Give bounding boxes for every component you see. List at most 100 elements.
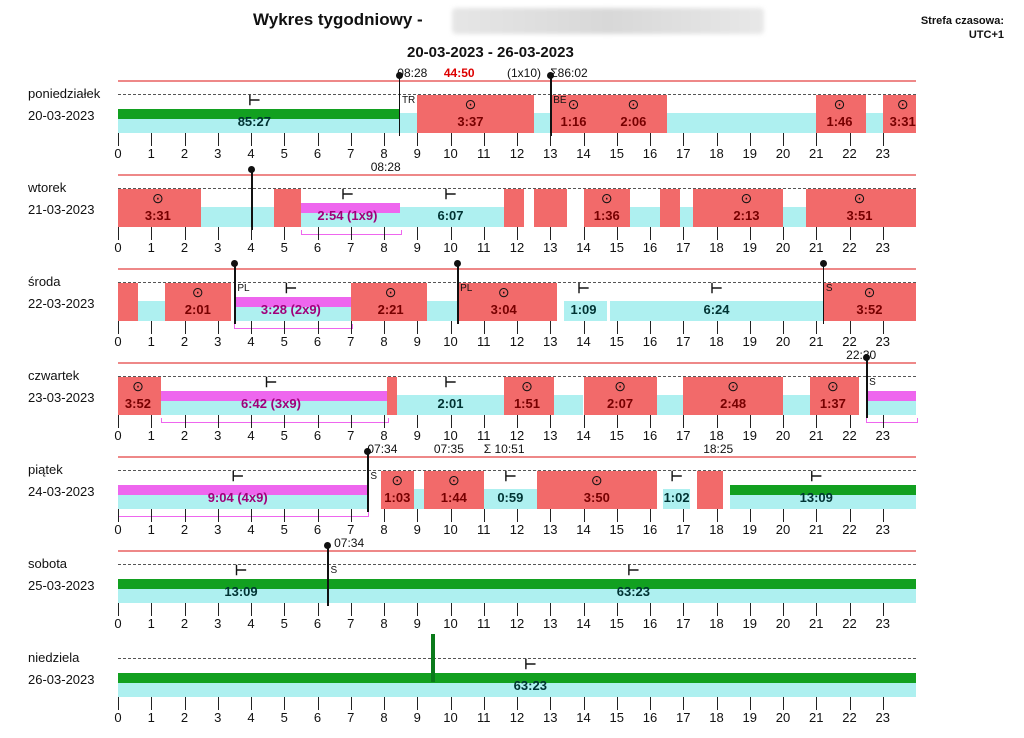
card-marker-icon <box>819 260 827 267</box>
hour-tick <box>417 415 419 428</box>
day-name: piątek <box>28 462 63 477</box>
bed-icon: ⊢ <box>810 468 823 484</box>
hour-label: 23 <box>875 710 890 725</box>
segment-duration: 3:52 <box>856 302 883 317</box>
hour-tick <box>783 133 784 146</box>
hour-tick <box>550 603 552 616</box>
hour-label: 17 <box>676 334 691 349</box>
hour-tick <box>284 415 286 428</box>
segment-duration: 3:28 (2x9) <box>260 302 321 317</box>
hour-label: 10 <box>443 428 458 443</box>
steering-wheel-icon: ⊙ <box>132 378 144 394</box>
hour-tick <box>783 321 784 334</box>
driving-segment <box>806 189 916 227</box>
hour-tick <box>184 133 186 146</box>
hour-label: 13 <box>543 522 558 537</box>
hour-tick <box>716 321 718 334</box>
day-name: wtorek <box>28 180 67 195</box>
segment-duration: 1:46 <box>826 114 853 129</box>
rest-segment <box>563 301 607 321</box>
baseline <box>118 188 916 189</box>
driving-segment <box>457 283 557 321</box>
hour-tick <box>882 697 884 710</box>
period-line <box>118 362 916 364</box>
steering-wheel-icon: ⊙ <box>391 472 404 488</box>
hour-tick <box>683 133 685 146</box>
hour-label: 20 <box>775 428 791 443</box>
steering-wheel-icon: ⊙ <box>727 378 739 394</box>
hour-tick <box>151 415 153 428</box>
hour-label: 19 <box>742 616 757 631</box>
hour-label: 1 <box>147 334 155 349</box>
timezone: Strefa czasowa:UTC+1 <box>921 14 1004 42</box>
hour-label: 7 <box>347 428 355 443</box>
hour-tick <box>151 321 153 334</box>
country-code: PL <box>237 283 250 294</box>
hour-label: 20 <box>775 710 791 725</box>
card-marker-line <box>367 452 369 512</box>
hour-tick <box>749 603 751 616</box>
steering-wheel-icon: ⊙ <box>521 378 533 394</box>
reduced-rest-bracket <box>234 324 353 329</box>
hour-label: 9 <box>413 334 421 349</box>
hour-label: 13 <box>543 146 558 161</box>
time-annotation: Σ86:02 <box>550 66 588 80</box>
timezone-label: Strefa czasowa: <box>920 15 1004 27</box>
hour-label: 21 <box>809 522 824 537</box>
hour-label: 2 <box>180 710 189 725</box>
segment-duration: 1:09 <box>570 302 597 317</box>
day-name: środa <box>28 274 61 289</box>
steering-wheel-icon: ⊙ <box>827 378 839 394</box>
hour-label: 12 <box>509 334 525 349</box>
hour-label: 5 <box>280 616 288 631</box>
hour-tick <box>284 509 286 522</box>
hour-tick <box>550 509 552 522</box>
hour-label: 14 <box>576 146 591 161</box>
driving-segment <box>816 95 867 133</box>
hour-tick <box>616 509 618 522</box>
hour-label: 6 <box>313 428 322 443</box>
segment-duration: 1:16 <box>560 114 587 129</box>
hour-tick <box>217 603 219 616</box>
hour-tick <box>184 509 186 522</box>
hour-label: 15 <box>609 710 624 725</box>
day-name: czwartek <box>28 368 80 383</box>
rest-segment <box>413 489 424 509</box>
hour-tick <box>118 509 119 522</box>
segment-duration: 1:36 <box>593 208 620 223</box>
hour-tick <box>849 321 851 334</box>
hour-tick <box>450 133 452 146</box>
hour-tick <box>583 321 585 334</box>
hour-label: 3 <box>214 146 222 161</box>
hour-tick <box>816 509 818 522</box>
hour-label: 9 <box>413 428 421 443</box>
hour-tick <box>217 227 219 240</box>
hour-tick <box>350 603 352 616</box>
hour-tick <box>716 227 718 240</box>
hour-label: 12 <box>509 240 525 255</box>
hour-label: 14 <box>576 522 591 537</box>
hour-label: 1 <box>147 240 155 255</box>
hour-tick <box>517 321 518 334</box>
hour-tick <box>184 603 186 616</box>
hour-tick <box>816 321 818 334</box>
reduced-rest-bar <box>300 203 400 213</box>
hour-label: 16 <box>642 334 658 349</box>
bed-icon: ⊢ <box>234 562 248 578</box>
hour-label: 14 <box>576 710 591 725</box>
hour-tick <box>816 227 818 240</box>
time-annotation: Σ 10:51 <box>483 442 525 456</box>
rest-segment <box>663 489 690 509</box>
hour-label: 16 <box>642 710 658 725</box>
card-marker-icon <box>248 166 255 173</box>
hour-tick <box>583 697 585 710</box>
hour-tick <box>749 227 751 240</box>
hour-tick <box>483 509 485 522</box>
rest-segment <box>610 301 823 321</box>
hour-tick <box>483 603 485 616</box>
rest-segment <box>783 395 810 415</box>
hour-tick <box>583 227 585 240</box>
hour-tick <box>151 227 153 240</box>
